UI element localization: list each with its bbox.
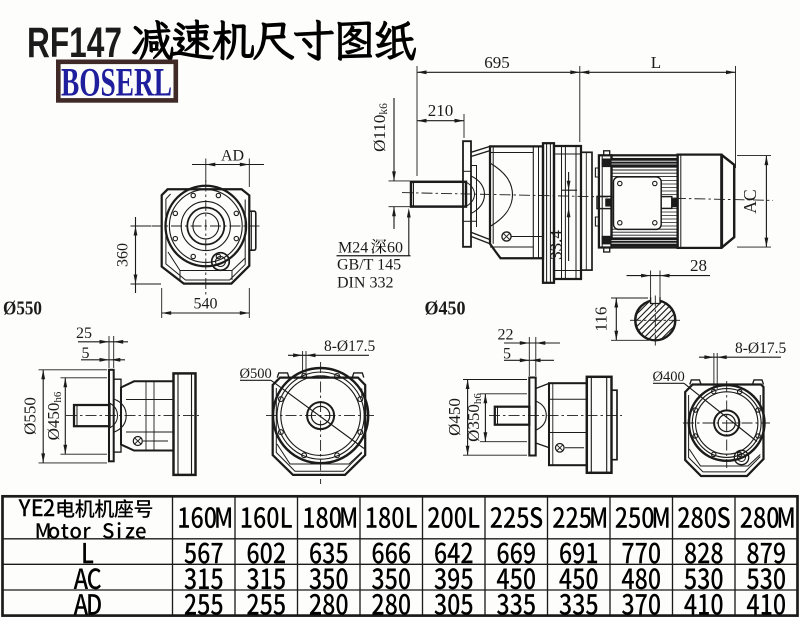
svg-text:AC: AC bbox=[740, 189, 760, 213]
svg-text:210: 210 bbox=[428, 101, 454, 120]
svg-text:RF147: RF147 bbox=[27, 19, 122, 67]
svg-text:BOSERL: BOSERL bbox=[61, 60, 172, 105]
svg-text:Ø450h6: Ø450h6 bbox=[44, 391, 64, 440]
svg-text:22: 22 bbox=[498, 327, 514, 344]
svg-text:DIN 332: DIN 332 bbox=[337, 274, 393, 291]
svg-text:Ø550: Ø550 bbox=[3, 299, 42, 320]
svg-text:Ø500: Ø500 bbox=[240, 366, 272, 382]
svg-text:L: L bbox=[651, 53, 661, 72]
svg-text:360: 360 bbox=[115, 243, 132, 267]
svg-text:Ø550: Ø550 bbox=[20, 397, 39, 435]
svg-text:Ø450: Ø450 bbox=[445, 398, 464, 436]
svg-text:60: 60 bbox=[387, 239, 403, 256]
svg-text:Ø350h6: Ø350h6 bbox=[464, 393, 484, 442]
svg-text:Ø110k6: Ø110k6 bbox=[370, 103, 390, 152]
svg-text:8-Ø17.5: 8-Ø17.5 bbox=[735, 340, 786, 357]
svg-text:25: 25 bbox=[76, 325, 92, 342]
svg-text:695: 695 bbox=[484, 53, 510, 72]
svg-text:116: 116 bbox=[592, 307, 611, 332]
svg-text:33.4: 33.4 bbox=[547, 230, 566, 260]
svg-text:Ø400: Ø400 bbox=[653, 369, 685, 385]
svg-text:8-Ø17.5: 8-Ø17.5 bbox=[324, 338, 375, 355]
svg-text:GB/T 145: GB/T 145 bbox=[337, 256, 401, 273]
svg-text:M24: M24 bbox=[338, 239, 368, 256]
svg-text:5: 5 bbox=[503, 345, 511, 362]
svg-text:AD: AD bbox=[221, 148, 244, 165]
svg-text:Ø450: Ø450 bbox=[425, 299, 466, 320]
svg-text:540: 540 bbox=[194, 296, 218, 313]
svg-text:28: 28 bbox=[690, 256, 707, 275]
svg-text:5: 5 bbox=[82, 345, 90, 362]
